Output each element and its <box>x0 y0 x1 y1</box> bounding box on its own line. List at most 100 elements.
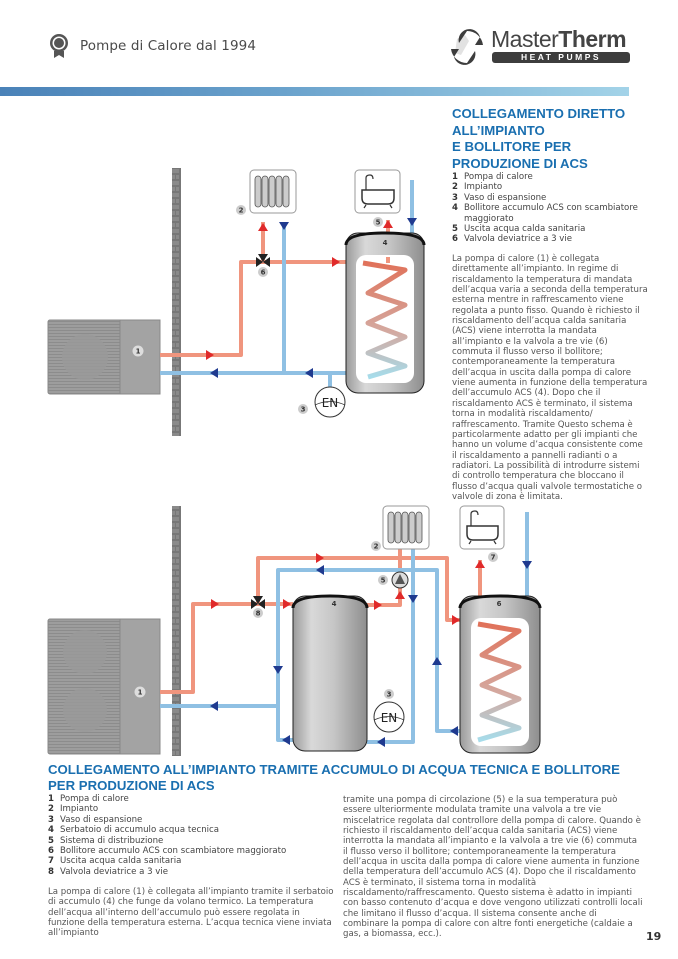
page-number: 19 <box>646 930 662 943</box>
radiator-icon <box>382 505 430 550</box>
legend-label: Bollitore accumulo ACS con scambiatore m… <box>464 203 638 224</box>
cold-arrow <box>305 368 313 378</box>
legend-item: 5 Sistema di distribuzione <box>48 836 338 846</box>
label-system: 2 <box>374 543 379 551</box>
hot-arrow <box>395 591 405 599</box>
legend-item: 2 Impianto <box>452 182 672 192</box>
label-dhw-out: 7 <box>491 554 496 562</box>
diagram-buffer-connection: EN 1 2 3 4 5 6 7 8 <box>47 505 542 756</box>
three-way-valve-icon <box>251 596 265 609</box>
legend-number: 6 <box>452 234 458 245</box>
circulation-pump-icon <box>391 571 409 589</box>
legend-label: Uscita acqua calda sanitaria <box>60 856 182 867</box>
cold-arrow <box>210 701 218 711</box>
hot-pipe-to-boiler <box>256 556 460 622</box>
legend-number: 2 <box>48 804 54 815</box>
logo-brand-light: Master <box>491 26 559 52</box>
section1-legend: 1 Pompa di calore 2 Impianto 3 Vaso di espa… <box>452 172 672 245</box>
section2-title: COLLEGAMENTO ALL’IMPIANTO TRAMITE ACCUMU… <box>48 762 620 793</box>
label-boiler: 6 <box>497 600 502 608</box>
hot-arrow <box>283 599 291 609</box>
label-boiler: 4 <box>383 239 388 247</box>
hot-arrow <box>211 599 219 609</box>
section1-title-line: COLLEGAMENTO DIRETTO <box>452 106 626 121</box>
legend-item: 6 Valvola deviatrice a 3 vie <box>452 234 672 244</box>
legend-label: Impianto <box>464 182 503 193</box>
heat-exchanger-coil <box>362 260 408 380</box>
legend-label: Valvola deviatrice a 3 vie <box>464 234 573 245</box>
section1-title: COLLEGAMENTO DIRETTO ALL’IMPIANTO E BOLL… <box>452 106 672 172</box>
legend-number: 2 <box>452 182 458 193</box>
legend-label: Impianto <box>60 804 99 815</box>
hot-pipe-to-system <box>366 540 402 607</box>
hot-arrow <box>316 553 324 563</box>
cold-arrow <box>407 218 417 226</box>
section1-paragraph: La pompa di calore (1) è collegata diret… <box>452 254 648 502</box>
cold-arrow <box>408 595 418 603</box>
cold-arrow <box>210 368 218 378</box>
legend-number: 3 <box>452 192 458 203</box>
logo-subtitle: HEAT PUMPS <box>492 52 630 63</box>
expansion-vessel: EN <box>373 701 405 733</box>
label-dhw-out: 5 <box>376 219 381 227</box>
bathtub-icon <box>459 505 505 550</box>
expansion-vessel: EN <box>314 386 346 418</box>
circular-arrows-logo-icon <box>451 29 483 65</box>
hot-arrow <box>374 600 382 610</box>
award-badge-icon <box>50 34 68 58</box>
legend-number: 1 <box>48 794 54 804</box>
hot-arrow <box>332 257 340 267</box>
dhw-boiler-tank <box>344 231 426 394</box>
diagram-direct-connection: EN 1 2 3 4 5 6 <box>47 168 426 436</box>
heat-exchanger-coil <box>477 621 522 743</box>
section1-title-line: PRODUZIONE DI ACS <box>452 155 588 171</box>
hot-supply-pipe <box>160 602 293 694</box>
label-expansion: 3 <box>301 406 306 414</box>
expansion-vessel-label: EN <box>322 396 339 410</box>
header-gradient-bar <box>0 87 629 96</box>
hot-supply-pipe <box>160 260 347 357</box>
label-system: 2 <box>239 207 244 215</box>
three-way-valve-icon <box>256 254 270 267</box>
cold-arrow <box>279 222 289 230</box>
section1-title-line: E BOLLITORE PER <box>452 139 572 154</box>
dhw-boiler-tank <box>458 594 542 754</box>
legend-number: 3 <box>48 814 54 825</box>
section1-title-line: ALL’IMPIANTO <box>452 122 545 138</box>
legend-item: 3 Vaso di espansione <box>48 815 338 825</box>
radiator-icon <box>249 169 297 214</box>
hot-arrow <box>258 223 268 231</box>
legend-label: Serbatoio di accumulo acqua tecnica <box>60 825 220 836</box>
cold-arrow <box>450 726 458 736</box>
wall <box>172 168 181 436</box>
legend-number: 6 <box>48 846 54 857</box>
heat-pump-unit <box>47 618 161 755</box>
legend-label: Pompa di calore <box>464 172 533 182</box>
label-valve: 8 <box>256 610 261 618</box>
wall <box>172 506 181 756</box>
hot-arrow <box>475 560 485 568</box>
buffer-tank <box>291 594 369 752</box>
legend-label: Uscita acqua calda sanitaria <box>464 224 586 235</box>
label-circ-pump: 5 <box>381 577 386 585</box>
label-pump: 1 <box>138 689 143 697</box>
label-pump: 1 <box>136 348 141 356</box>
label-buffer: 4 <box>332 600 337 608</box>
cold-arrow <box>273 666 283 674</box>
legend-number: 5 <box>48 835 54 846</box>
legend-label: Vaso di espansione <box>464 192 547 203</box>
legend-number: 5 <box>452 224 458 235</box>
legend-item: 3 Vaso di espansione <box>452 193 672 203</box>
logo-brand-bold: Therm <box>558 26 627 52</box>
legend-label: Vaso di espansione <box>60 814 143 825</box>
cold-arrow <box>282 735 290 745</box>
cold-arrow <box>316 565 324 575</box>
legend-number: 1 <box>452 172 458 182</box>
cold-arrow <box>432 657 442 665</box>
legend-label: Sistema di distribuzione <box>60 835 164 846</box>
